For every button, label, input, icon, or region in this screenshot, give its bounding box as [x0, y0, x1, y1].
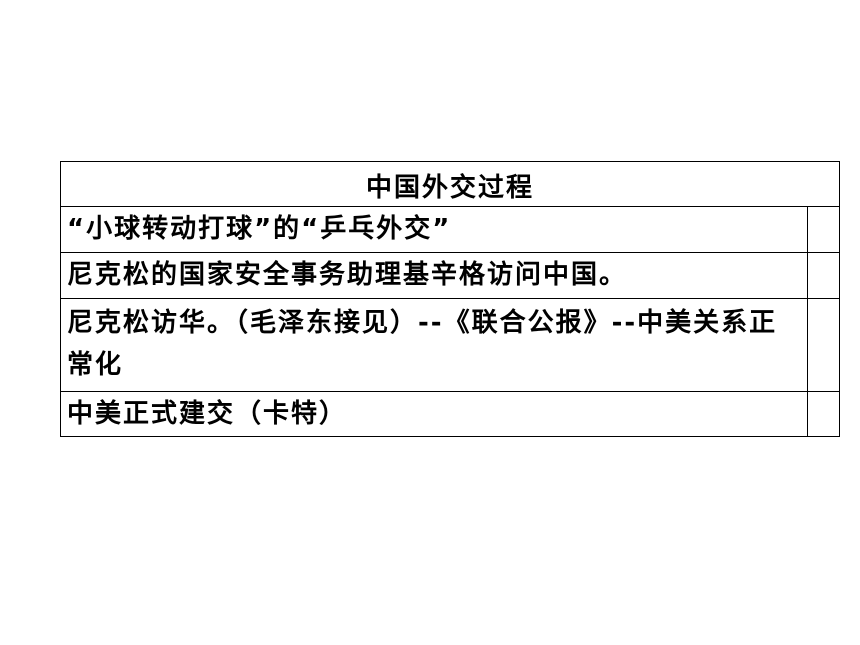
table-row: 中美正式建交（卡特） — [61, 392, 839, 437]
table-cell-event: “小球转动打球”的“乒乓外交” — [61, 207, 808, 252]
table-cell-blank — [808, 207, 839, 252]
table-cell-event: 尼克松的国家安全事务助理基辛格访问中国。 — [61, 253, 808, 298]
diplomacy-table: 中国外交过程 “小球转动打球”的“乒乓外交” 尼克松的国家安全事务助理基辛格访问… — [60, 161, 840, 437]
table-cell-event: 尼克松访华。（毛泽东接见）--《联合公报》--中美关系正常化 — [61, 299, 808, 391]
table-cell-blank — [808, 253, 839, 298]
table-cell-blank — [808, 392, 839, 437]
table-cell-blank — [808, 299, 839, 391]
table-cell-event: 中美正式建交（卡特） — [61, 392, 808, 437]
table-row: 尼克松访华。（毛泽东接见）--《联合公报》--中美关系正常化 — [61, 299, 839, 392]
table-header: 中国外交过程 — [365, 172, 534, 203]
table-row: 尼克松的国家安全事务助理基辛格访问中国。 — [61, 253, 839, 299]
table-header-row: 中国外交过程 — [61, 162, 839, 207]
table-row: “小球转动打球”的“乒乓外交” — [61, 207, 839, 253]
